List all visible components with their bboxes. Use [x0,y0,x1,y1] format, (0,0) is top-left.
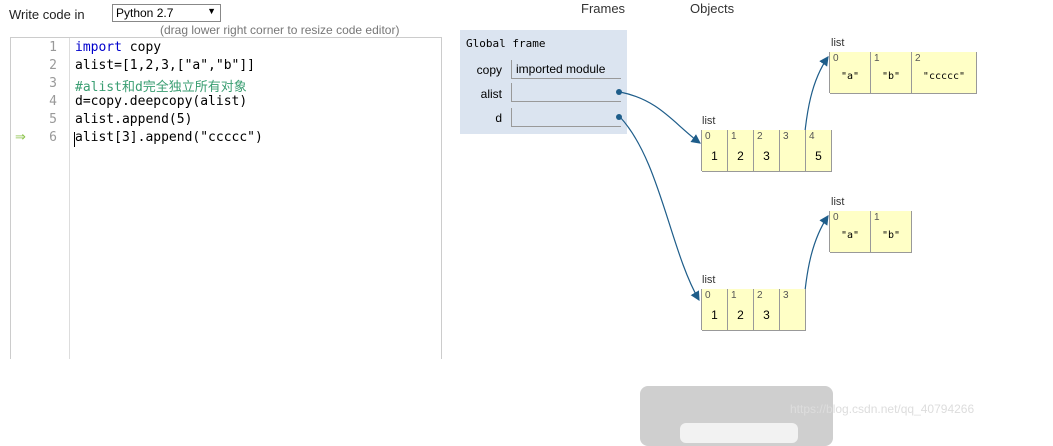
list-cell: 3 [779,289,806,330]
var-value-alist [511,83,621,102]
var-name-copy: copy [476,63,502,77]
watermark: https://blog.csdn.net/qq_40794266 [790,402,975,416]
list-label: list [831,37,845,49]
overlay-button[interactable] [680,423,798,443]
d-3-pointer-arrow [802,215,829,314]
objects-header: Objects [690,1,735,16]
code-text: copy [121,40,162,55]
list-label: list [702,115,716,127]
line-number: 5 [49,112,57,127]
list-cell: 3 [779,130,806,171]
line-number: 1 [49,40,57,55]
code-comment: #alist和d完全独立所有对象 [75,80,247,95]
list-cell: 2"ccccc" [911,52,977,93]
text-cursor [74,132,75,147]
resize-hint: (drag lower right corner to resize code … [160,23,400,37]
line-number: 4 [49,94,57,109]
line-gutter: 1 2 3 4 5 ⇒ 6 [11,38,70,359]
code-line: alist[3].append("ccccc") [75,130,263,145]
language-select[interactable]: Python 2.7 ▼ [112,4,221,22]
var-value-copy: imported module [511,60,621,79]
pointer-dot [616,114,622,120]
list-label: list [702,274,716,286]
list-object: 0"a" 1"b" 2"ccccc" [829,52,977,94]
line-number: 2 [49,58,57,73]
list-object: 0"a" 1"b" [829,211,912,253]
pointer-dot [616,89,622,95]
list-cell: 0"a" [829,211,871,252]
var-name-d: d [495,111,502,125]
code-line: alist.append(5) [75,112,193,127]
list-label: list [831,196,845,208]
global-frame-title: Global frame [466,37,546,50]
right-arrow-icon: ⇒ [15,130,26,145]
frames-header: Frames [581,1,626,16]
keyword: import [75,40,122,55]
code-editor[interactable]: 1 2 3 4 5 ⇒ 6 import copy alist=[1,2,3,[… [10,37,442,359]
global-frame: Global frame copy imported module alist … [460,30,627,134]
dropdown-arrow-icon: ▼ [207,6,216,16]
language-value: Python 2.7 [116,6,174,20]
list-cell: 0"a" [829,52,871,93]
d-pointer-arrow [619,116,700,302]
code-line: alist=[1,2,3,["a","b"]] [75,58,256,73]
var-name-alist: alist [480,87,502,101]
var-value-d [511,108,621,127]
line-number: 6 [49,130,57,145]
line-number: 3 [49,76,57,91]
code-line: d=copy.deepcopy(alist) [75,94,248,109]
write-code-label: Write code in [9,7,85,22]
alist-pointer-arrow [619,91,701,144]
list-cell: 1"b" [870,52,912,93]
code-line: import copy [75,40,161,55]
list-cell: 1"b" [870,211,912,252]
